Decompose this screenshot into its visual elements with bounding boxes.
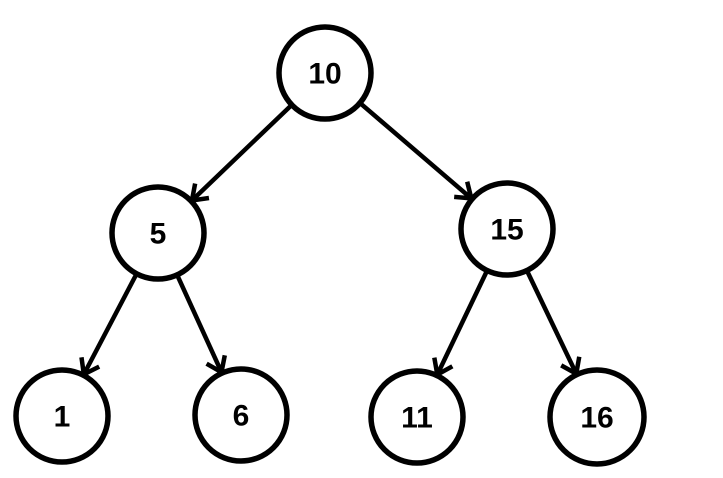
tree-node-label-1: 1 [54, 401, 71, 434]
tree-node-16: 16 [547, 367, 647, 467]
tree-node-6: 6 [192, 366, 290, 464]
tree-node-label-16: 16 [580, 402, 613, 435]
tree-node-11: 11 [368, 368, 466, 466]
tree-node-circle-1 [13, 367, 111, 465]
tree-node-circle-5 [109, 184, 207, 282]
tree-edge-10-15 [358, 101, 475, 201]
tree-node-label-15: 15 [490, 214, 523, 247]
tree-node-circle-15 [458, 180, 556, 278]
tree-node-10: 10 [276, 24, 374, 122]
tree-node-5: 5 [109, 184, 207, 282]
tree-edge-5-6 [175, 273, 227, 376]
tree-node-label-11: 11 [401, 402, 433, 435]
tree-node-15: 15 [458, 180, 556, 278]
tree-edge-15-16 [524, 269, 582, 378]
tree-node-circle-6 [192, 366, 290, 464]
tree-node-circle-16 [547, 367, 647, 467]
tree-node-label-5: 5 [150, 218, 167, 251]
tree-node-label-6: 6 [233, 400, 250, 433]
tree-node-circle-11 [368, 368, 466, 466]
tree-edge-15-11 [432, 269, 490, 379]
tree-node-label-10: 10 [308, 58, 341, 91]
tree-node-1: 1 [13, 367, 111, 465]
tree-edge-5-1 [79, 272, 139, 378]
tree-edge-10-5 [189, 103, 294, 204]
tree-node-circle-10 [276, 24, 374, 122]
